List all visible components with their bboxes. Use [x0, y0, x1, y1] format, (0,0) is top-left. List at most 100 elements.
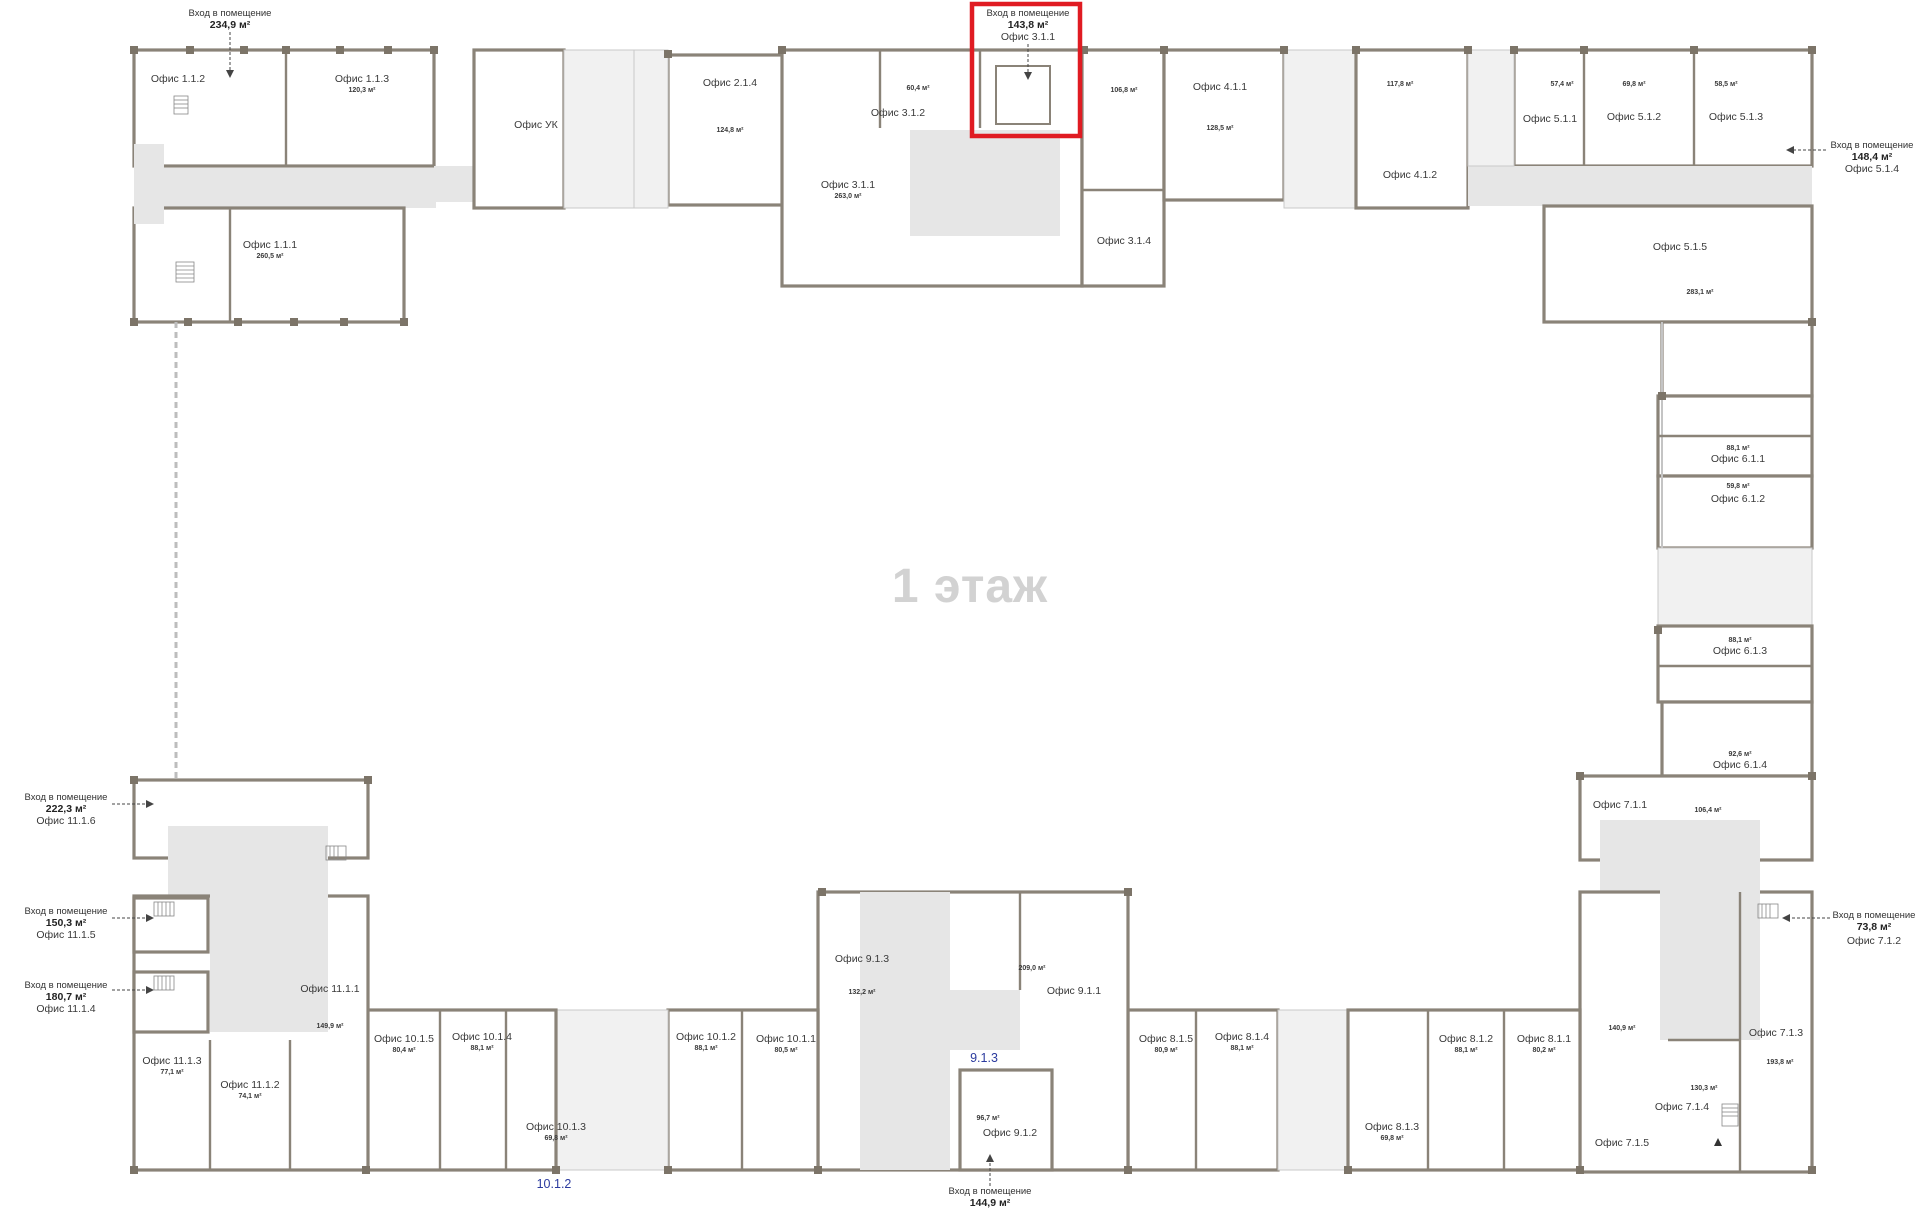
svg-text:117,8 м²: 117,8 м²	[1387, 81, 1414, 88]
block-2	[666, 53, 788, 207]
office-3-1-1[interactable]: Офис 3.1.1	[821, 179, 875, 191]
office-8-1-2[interactable]: Офис 8.1.2	[1439, 1033, 1493, 1045]
office-7-1-1[interactable]: Офис 7.1.1	[1593, 799, 1647, 811]
svg-text:Офис 11.1.5: Офис 11.1.5	[36, 929, 95, 941]
svg-text:149,9 м²: 149,9 м²	[317, 1023, 345, 1030]
entrance-148[interactable]: Вход в помещение 148,4 м² Офис 5.1.4	[1786, 140, 1913, 175]
svg-text:120,3 м²: 120,3 м²	[349, 87, 377, 94]
office-2-1-4[interactable]: Офис 2.1.4	[703, 77, 757, 89]
office-6-1-2[interactable]: Офис 6.1.2	[1711, 493, 1765, 505]
office-3-1-2[interactable]: Офис 3.1.2	[871, 107, 925, 119]
svg-text:Вход в помещение: Вход в помещение	[1831, 140, 1914, 151]
svg-text:88,1 м²: 88,1 м²	[1728, 637, 1752, 644]
office-8-1-3[interactable]: Офис 8.1.3	[1365, 1121, 1419, 1133]
office-11-1-1[interactable]: Офис 11.1.1	[300, 983, 359, 995]
office-6-1-3[interactable]: Офис 6.1.3	[1713, 645, 1767, 657]
office-1-1-1[interactable]: Офис 1.1.1	[243, 239, 297, 251]
office-7-1-4[interactable]: Офис 7.1.4	[1655, 1101, 1709, 1113]
svg-text:88,1 м²: 88,1 м²	[470, 1045, 494, 1052]
office-8-1-1[interactable]: Офис 8.1.1	[1517, 1033, 1571, 1045]
office-10-1-3[interactable]: Офис 10.1.3	[526, 1121, 586, 1133]
svg-text:58,5 м²: 58,5 м²	[1714, 81, 1738, 88]
svg-text:80,5 м²: 80,5 м²	[774, 1047, 798, 1054]
office-3-1-4[interactable]: Офис 3.1.4	[1097, 235, 1151, 247]
office-1-1-3[interactable]: Офис 1.1.3	[335, 73, 389, 85]
svg-text:Вход в помещение: Вход в помещение	[987, 8, 1070, 19]
entrance-234[interactable]: Вход в помещение 234,9 м²	[189, 8, 272, 78]
svg-text:Офис 5.1.4: Офис 5.1.4	[1845, 163, 1899, 175]
office-11-1-2[interactable]: Офис 11.1.2	[220, 1079, 279, 1091]
blue-label-9-1-3[interactable]: 9.1.3	[970, 1051, 998, 1065]
office-11-1-3[interactable]: Офис 11.1.3	[142, 1055, 201, 1067]
highlight-office-3-1-1[interactable]	[969, 1, 1083, 139]
svg-text:193,8 м²: 193,8 м²	[1767, 1059, 1795, 1066]
office-6-1-1[interactable]: Офис 6.1.1	[1711, 453, 1765, 465]
office-10-1-5[interactable]: Офис 10.1.5	[374, 1033, 434, 1045]
svg-text:263,0 м²: 263,0 м²	[835, 193, 863, 200]
svg-text:74,1 м²: 74,1 м²	[238, 1093, 262, 1100]
entrance-144[interactable]: Вход в помещение 144,9 м²	[949, 1154, 1032, 1209]
svg-text:106,4 м²: 106,4 м²	[1695, 807, 1723, 814]
block-5	[1512, 48, 1814, 168]
office-8-1-4[interactable]: Офис 8.1.4	[1215, 1031, 1269, 1043]
svg-text:Офис 7.1.2: Офис 7.1.2	[1847, 935, 1901, 947]
office-10-1-2[interactable]: Офис 10.1.2	[676, 1031, 736, 1043]
svg-text:Вход в помещение: Вход в помещение	[1833, 910, 1916, 921]
block-8-right	[1126, 1008, 1280, 1172]
svg-text:Вход в помещение: Вход в помещение	[25, 906, 108, 917]
office-labels: Офис 1.1.2 Офис 1.1.3 120,3 м² Офис 1.1.…	[142, 73, 1803, 1149]
office-9-1-1[interactable]: Офис 9.1.1	[1047, 985, 1101, 997]
office-5-1-2[interactable]: Офис 5.1.2	[1607, 111, 1661, 123]
svg-text:80,9 м²: 80,9 м²	[1154, 1047, 1178, 1054]
office-7-1-5[interactable]: Офис 7.1.5	[1595, 1137, 1649, 1149]
svg-text:140,9 м²: 140,9 м²	[1609, 1025, 1637, 1032]
office-9-1-2[interactable]: Офис 9.1.2	[983, 1127, 1037, 1139]
office-uk[interactable]: Офис УК	[514, 119, 559, 131]
svg-text:124,8 м²: 124,8 м²	[717, 127, 745, 134]
svg-text:143,8 м²: 143,8 м²	[1008, 19, 1049, 31]
entrance-143[interactable]: Вход в помещение 143,8 м² Офис 3.1.1	[987, 8, 1070, 80]
svg-text:Офис 11.1.6: Офис 11.1.6	[36, 815, 95, 827]
office-10-1-1[interactable]: Офис 10.1.1	[756, 1033, 816, 1045]
svg-text:69,8 м²: 69,8 м²	[544, 1135, 568, 1142]
office-4-1-2[interactable]: Офис 4.1.2	[1383, 169, 1437, 181]
svg-text:Вход в помещение: Вход в помещение	[189, 8, 272, 19]
svg-text:77,1 м²: 77,1 м²	[160, 1069, 184, 1076]
svg-text:59,8 м²: 59,8 м²	[1726, 483, 1750, 490]
office-6-1-4[interactable]: Офис 6.1.4	[1713, 759, 1767, 771]
svg-text:80,4 м²: 80,4 м²	[392, 1047, 416, 1054]
block-4	[1162, 48, 1286, 202]
office-5-1-1[interactable]: Офис 5.1.1	[1523, 113, 1577, 125]
office-5-1-5[interactable]: Офис 5.1.5	[1653, 241, 1707, 253]
office-8-1-5[interactable]: Офис 8.1.5	[1139, 1033, 1193, 1045]
svg-text:57,4 м²: 57,4 м²	[1550, 81, 1574, 88]
svg-text:88,1 м²: 88,1 м²	[1230, 1045, 1254, 1052]
entrance-73[interactable]: Вход в помещение 73,8 м² Офис 7.1.2	[1782, 910, 1915, 947]
svg-text:88,1 м²: 88,1 м²	[1726, 445, 1750, 452]
svg-text:128,5 м²: 128,5 м²	[1207, 125, 1235, 132]
entrance-222[interactable]: Вход в помещение 222,3 м² Офис 11.1.6	[25, 792, 154, 827]
svg-text:283,1 м²: 283,1 м²	[1687, 289, 1715, 296]
svg-text:180,7 м²: 180,7 м²	[46, 991, 87, 1003]
office-7-1-3[interactable]: Офис 7.1.3	[1749, 1027, 1803, 1039]
svg-text:73,8 м²: 73,8 м²	[1857, 921, 1892, 933]
marker-icon	[1714, 1138, 1722, 1146]
office-5-1-3[interactable]: Офис 5.1.3	[1709, 111, 1763, 123]
office-10-1-4[interactable]: Офис 10.1.4	[452, 1031, 512, 1043]
entrance-180[interactable]: Вход в помещение 180,7 м² Офис 11.1.4	[25, 980, 154, 1015]
floor-label: 1 этаж	[892, 560, 1048, 613]
svg-text:88,1 м²: 88,1 м²	[1454, 1047, 1478, 1054]
svg-text:150,3 м²: 150,3 м²	[46, 917, 87, 929]
office-9-1-3[interactable]: Офис 9.1.3	[835, 953, 889, 965]
office-1-1-2[interactable]: Офис 1.1.2	[151, 73, 205, 85]
svg-text:92,6 м²: 92,6 м²	[1728, 751, 1752, 758]
office-4-1-1[interactable]: Офис 4.1.1	[1193, 81, 1247, 93]
svg-text:130,3 м²: 130,3 м²	[1691, 1085, 1719, 1092]
svg-text:260,5 м²: 260,5 м²	[257, 253, 285, 260]
svg-text:60,4 м²: 60,4 м²	[906, 85, 930, 92]
svg-text:96,7 м²: 96,7 м²	[976, 1115, 1000, 1122]
entrance-150[interactable]: Вход в помещение 150,3 м² Офис 11.1.5	[25, 906, 154, 941]
blue-label-10-1-2[interactable]: 10.1.2	[537, 1177, 572, 1191]
svg-text:Офис 11.1.4: Офис 11.1.4	[36, 1003, 95, 1015]
